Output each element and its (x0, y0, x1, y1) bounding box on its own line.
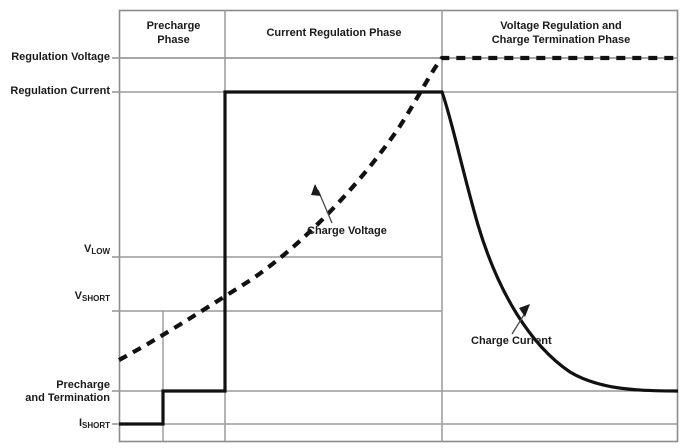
annotation-charge-current: Charge Current (471, 335, 552, 347)
charge-current-curve (119, 90, 679, 426)
charge-current-arrowhead (519, 304, 530, 317)
charge-voltage-arrowhead (311, 184, 321, 196)
axis-label-v-low: VLOW (0, 243, 110, 256)
plot-frame (118, 9, 679, 443)
axis-label-i-short-subscript: SHORT (82, 421, 110, 430)
axis-label-precharge-termination: Precharge and Termination (0, 379, 110, 405)
axis-label-precharge-termination-line1: Precharge (56, 379, 110, 391)
axis-label-i-short: ISHORT (0, 417, 110, 430)
axis-label-regulation-voltage: Regulation Voltage (11, 51, 110, 63)
phase-header-precharge: Precharge Phase (126, 19, 221, 47)
axis-label-v-low-symbol: V (83, 243, 92, 255)
phase-header-current-regulation-line1: Current Regulation Phase (266, 27, 402, 39)
axis-label-v-low-subscript: LOW (91, 247, 110, 256)
axis-label-v-short: VSHORT (0, 290, 110, 303)
axis-label-precharge-termination-line2: and Termination (25, 392, 110, 404)
phase-header-voltage-regulation-line2: Charge Termination Phase (491, 34, 631, 46)
annotation-charge-voltage: Charge Voltage (307, 225, 387, 237)
axis-label-regulation-current: Regulation Current (10, 85, 110, 97)
axis-label-v-short-symbol: V (74, 290, 82, 302)
phase-header-precharge-line1: Precharge (146, 20, 201, 32)
phase-header-current-regulation: Current Regulation Phase (228, 26, 440, 40)
axis-label-i-short-symbol: I (78, 417, 82, 429)
phase-header-voltage-regulation-line1: Voltage Regulation and (500, 20, 622, 32)
phase-header-precharge-line2: Phase (157, 34, 190, 46)
axis-label-v-short-subscript: SHORT (82, 294, 110, 303)
phase-header-voltage-regulation: Voltage Regulation and Charge Terminatio… (446, 19, 676, 47)
